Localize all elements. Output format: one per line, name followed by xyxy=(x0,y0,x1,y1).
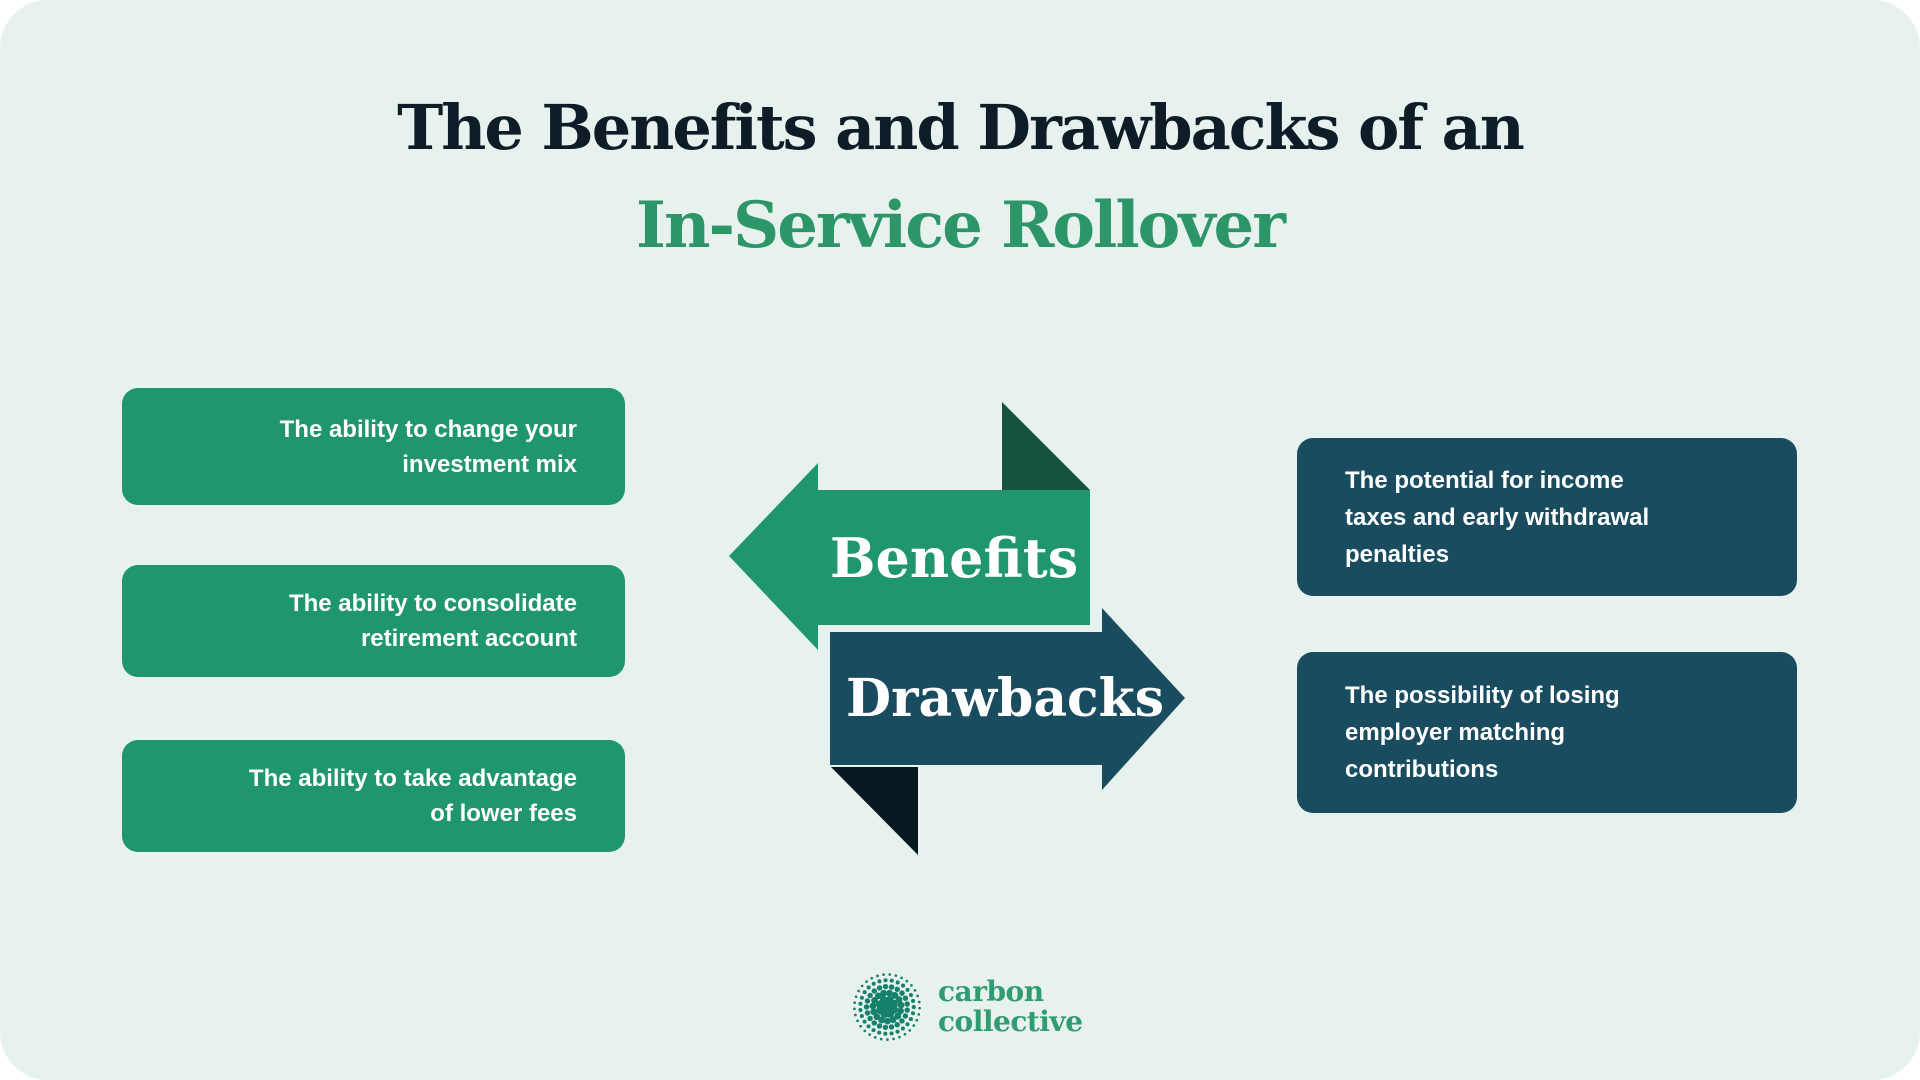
logo-wordmark: carbon collective xyxy=(938,977,1083,1037)
drawback-box-1: The potential for income taxes and early… xyxy=(1297,438,1797,596)
title-line-2: In-Service Rollover xyxy=(636,188,1286,263)
benefit-text-3: The ability to take advantage of lower f… xyxy=(248,765,577,827)
logo-word-2: collective xyxy=(938,1005,1083,1038)
benefits-arrow-fold xyxy=(1002,402,1090,490)
title-line-1: The Benefits and Drawbacks of an xyxy=(397,91,1525,164)
drawback-text-2: The possibility of losing employer match… xyxy=(1345,682,1620,783)
halftone-globe-icon xyxy=(853,973,921,1041)
benefit-box-3: The ability to take advantage of lower f… xyxy=(122,740,625,852)
brand-logo: carbon collective xyxy=(851,971,1083,1043)
benefit-box-2: The ability to consolidate retirement ac… xyxy=(122,565,625,677)
drawback-box-2: The possibility of losing employer match… xyxy=(1297,652,1797,813)
drawback-text-1: The potential for income taxes and early… xyxy=(1345,466,1650,568)
page-title: The Benefits and Drawbacks of an In-Serv… xyxy=(0,92,1920,262)
drawbacks-arrow-label: Drawbacks xyxy=(846,668,1164,729)
benefit-text-1: The ability to change your investment mi… xyxy=(279,415,577,478)
benefit-box-1: The ability to change your investment mi… xyxy=(122,388,625,505)
benefit-text-2: The ability to consolidate retirement ac… xyxy=(288,590,577,652)
benefits-arrow-label: Benefits xyxy=(829,525,1079,590)
logo-word-1: carbon xyxy=(938,975,1044,1008)
drawbacks-arrow-fold xyxy=(831,767,918,855)
